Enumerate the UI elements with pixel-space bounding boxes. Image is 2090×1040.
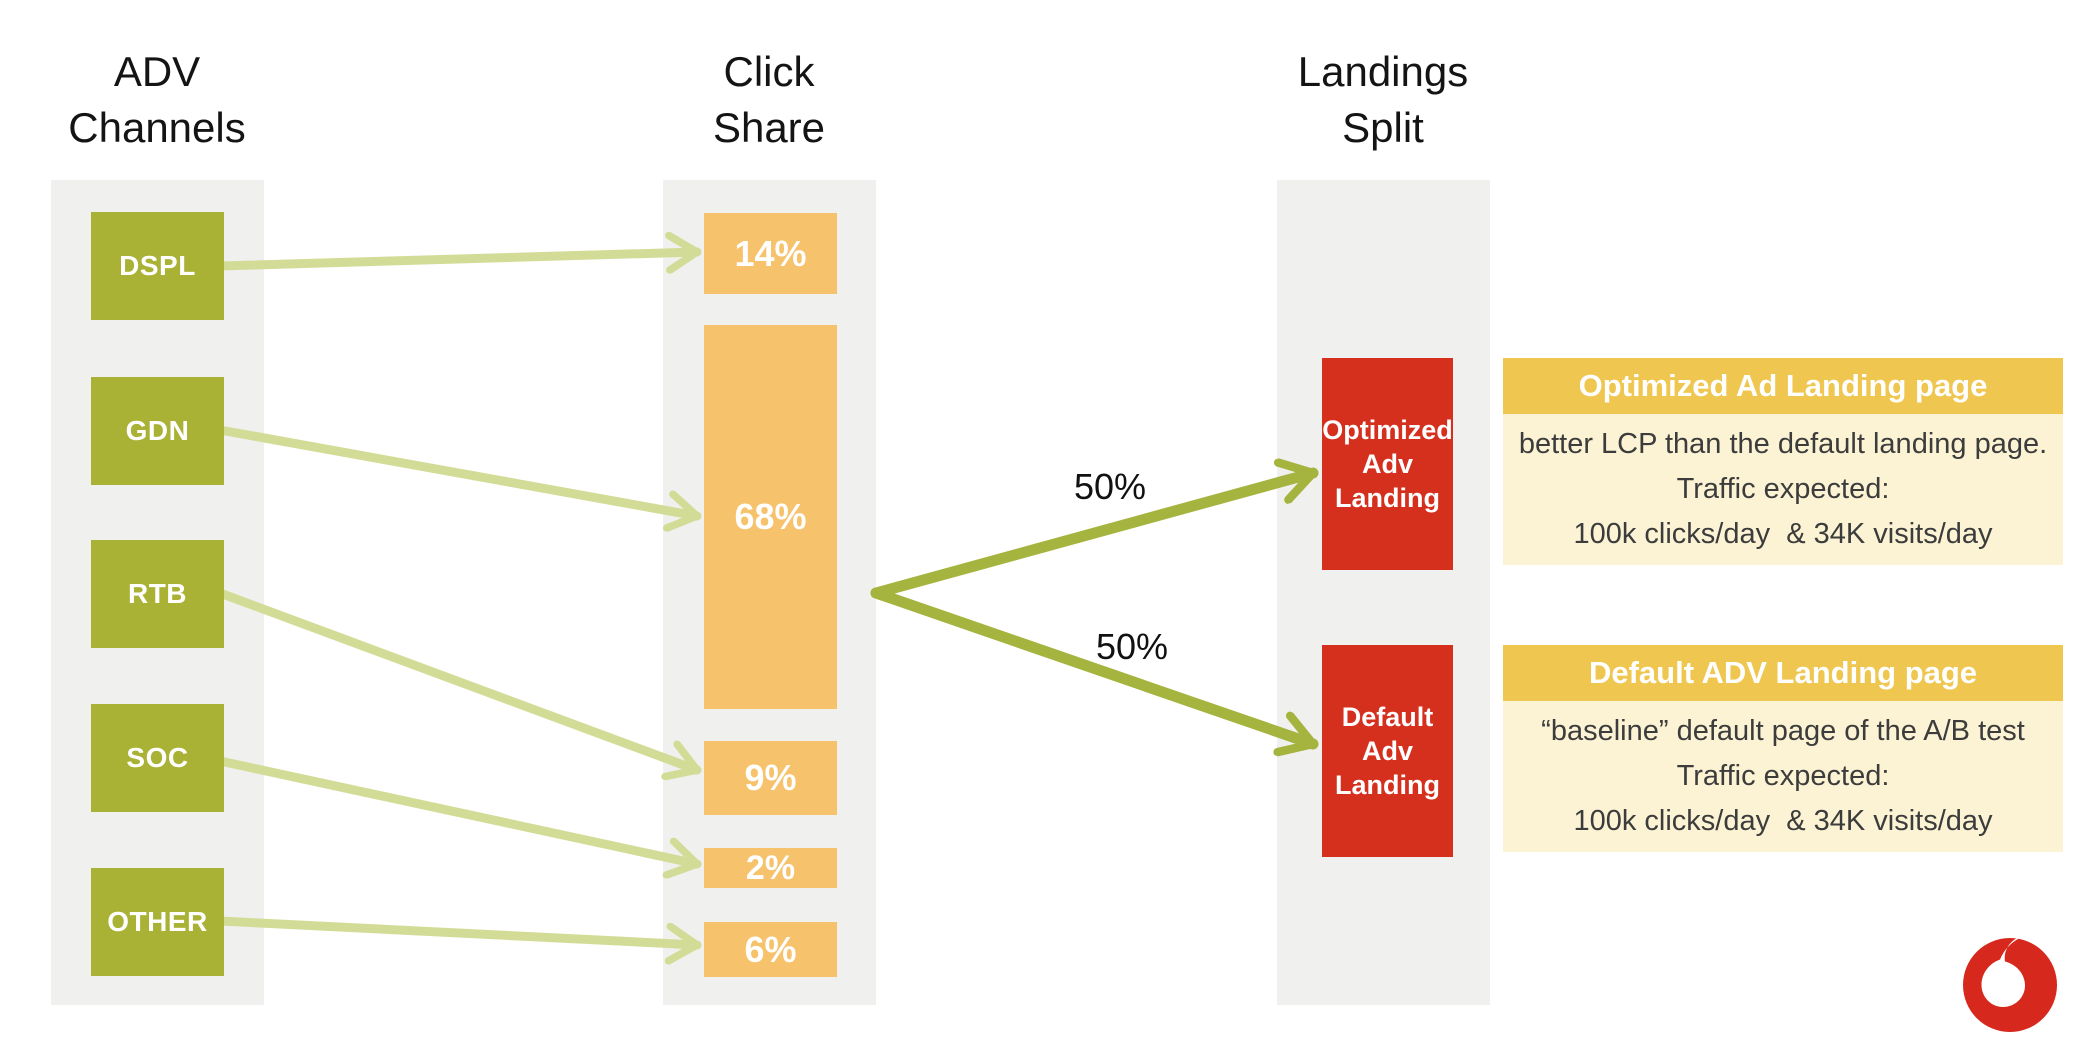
arrow-split-to-default-landing [870,587,1319,744]
share-label: 6% [744,928,797,970]
column-title-adv-channels: ADV Channels [68,48,246,151]
share-label: 68% [734,496,807,537]
channel-label: SOC [126,742,189,773]
callout-optimized-landing: Optimized Ad Landing page better LCP tha… [1503,358,2063,565]
channel-box-dspl: DSPL [91,212,224,320]
channel-box-soc: SOC [91,704,224,812]
callout-optimized-title: Optimized Ad Landing page [1503,358,2063,414]
callout-body-line: Traffic expected: [1676,760,1890,792]
channel-label: GDN [125,415,190,446]
callout-default-title: Default ADV Landing page [1503,645,2063,701]
share-box-9pct: 9% [704,741,837,815]
channel-label: OTHER [107,906,208,937]
share-label: 2% [745,848,796,887]
callout-optimized-body: better LCP than the default landing page… [1503,414,2063,565]
vodafone-logo-icon [1962,932,2058,1034]
share-box-2pct: 2% [704,848,837,888]
column-title-landings-split: Landings Split [1297,48,1469,151]
share-box-6pct: 6% [704,922,837,977]
share-box-14pct: 14% [704,213,837,294]
arrow-soc-to-2pct [215,756,702,864]
channel-box-rtb: RTB [91,540,224,648]
landing-box-default: Default Adv Landing [1322,645,1453,857]
arrow-rtb-to-9pct [215,588,702,770]
callout-default-landing: Default ADV Landing page “baseline” defa… [1503,645,2063,852]
callout-body-line: “baseline” default page of the A/B test [1541,715,2025,747]
landing-label: Default Adv Landing [1335,702,1440,800]
landings-split-column-background [1277,180,1490,1005]
share-label: 9% [744,757,797,798]
callout-body-line: better LCP than the default landing page… [1518,428,2048,460]
landing-label: Optimized Adv Landing [1322,415,1453,513]
callout-body-line: 100k clicks/day & 34K visits/day [1573,518,1993,550]
share-label: 14% [734,232,807,274]
arrow-dspl-to-14pct [215,252,702,266]
channel-box-other: OTHER [91,868,224,976]
arrow-gdn-to-68pct [215,425,702,516]
channel-box-gdn: GDN [91,377,224,485]
split-label-top-50pct: 50% [1073,466,1147,507]
callout-body-line: 100k clicks/day & 34K visits/day [1573,805,1993,837]
channel-label: RTB [127,578,188,609]
channel-label: DSPL [119,250,196,281]
column-title-click-share: Click Share [712,48,826,151]
callout-body-line: Traffic expected: [1676,473,1890,505]
share-box-68pct: 68% [704,325,837,709]
split-label-bottom-50pct: 50% [1095,626,1169,667]
landing-box-optimized: Optimized Adv Landing [1322,358,1453,570]
arrow-other-to-6pct [215,916,702,945]
callout-default-body: “baseline” default page of the A/B test … [1503,701,2063,852]
